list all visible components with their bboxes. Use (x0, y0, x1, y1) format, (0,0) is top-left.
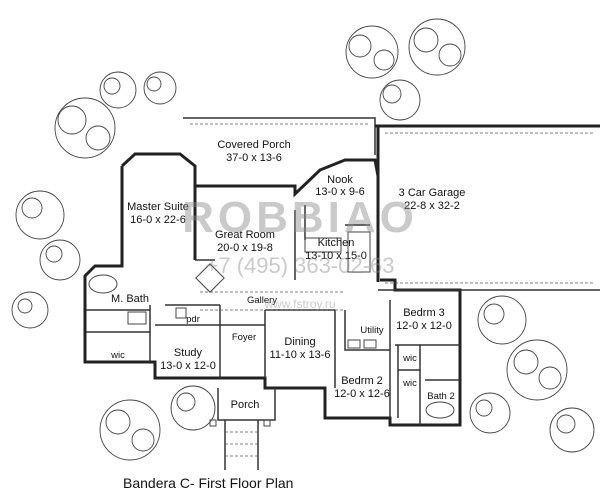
pdr-name: pdr (186, 314, 200, 325)
bath-vanity (127, 311, 147, 325)
front-porch (209, 388, 276, 470)
nook-dims: 13-0 x 9-6 (315, 186, 365, 198)
bathtub (88, 274, 118, 294)
great-room-name: Great Room (215, 229, 275, 241)
study-dims: 13-0 x 12-0 (160, 360, 216, 372)
bath2-tub (425, 401, 455, 419)
pdr-sink (175, 307, 187, 319)
gallery-name: Gallery (247, 295, 277, 306)
exterior-walls (83, 124, 600, 427)
master-bath-name: M. Bath (111, 293, 149, 305)
study-name: Study (174, 347, 203, 359)
tree-bottom-left (99, 385, 216, 461)
watermark-phone: +7 (495) 363-02-63 (206, 253, 395, 278)
tree-top-center (345, 25, 421, 121)
plan-title: Bandera C- First Floor Plan (123, 475, 293, 491)
bedroom3-wic-name: wic (402, 353, 417, 364)
gallery-band (200, 291, 345, 311)
garage-name: 3 Car Garage (399, 187, 466, 199)
kitchen-counter (347, 231, 371, 273)
nook-name: Nook (327, 174, 353, 186)
master-wic-name: wic (110, 350, 125, 361)
tree-left-lower (11, 291, 49, 329)
watermark: ROBBIAO +7 (495) 363-02-63 www.fstroy.ru (182, 193, 418, 311)
watermark-brand: ROBBIAO (182, 193, 418, 242)
bedroom3-dims: 12-0 x 12-0 (396, 320, 452, 332)
kitchen-dims: 13-10 x 15-0 (305, 250, 367, 262)
tree-top-center-left (143, 71, 177, 105)
covered-porch-name: Covered Porch (217, 139, 290, 151)
room-labels: Covered Porch 37-0 x 13-6 Master Suite 1… (110, 139, 465, 411)
porch-name: Porch (231, 399, 260, 411)
kitchen-island (304, 237, 342, 253)
covered-porch-dims: 37-0 x 13-6 (226, 152, 282, 164)
kitchen-name: Kitchen (318, 237, 355, 249)
great-room-dims: 20-0 x 19-8 (217, 242, 273, 254)
garage-dims: 22-8 x 32-2 (404, 200, 460, 212)
bedroom2-dims: 12-0 x 12-6 (334, 388, 390, 400)
tree-right-middle (477, 295, 527, 345)
tree-top-right (408, 18, 466, 76)
covered-porch-outline (183, 117, 376, 155)
bedroom2-name: Bedrm 2 (341, 375, 383, 387)
dining-dims: 11-10 x 13-6 (270, 349, 331, 361)
bedroom2-wic-name: wic (402, 378, 417, 389)
bedroom3-name: Bedrm 3 (403, 307, 445, 319)
fixtures (88, 231, 455, 419)
utility-name: Utility (360, 325, 383, 336)
fireplace (195, 263, 225, 293)
landscape-trees (11, 18, 595, 461)
tree-bottom-right (469, 339, 595, 453)
tree-top-left (54, 71, 137, 159)
master-suite-dims: 16-0 x 22-6 (130, 214, 186, 226)
utility-appliance-2 (363, 339, 377, 349)
utility-appliance (347, 339, 361, 349)
master-suite-name: Master Suite (127, 201, 189, 213)
tree-left-middle (15, 190, 81, 281)
foyer-name: Foyer (232, 332, 256, 343)
dining-name: Dining (284, 336, 315, 348)
bath2-name: Bath 2 (427, 391, 454, 402)
watermark-url: www.fstroy.ru (263, 297, 335, 311)
